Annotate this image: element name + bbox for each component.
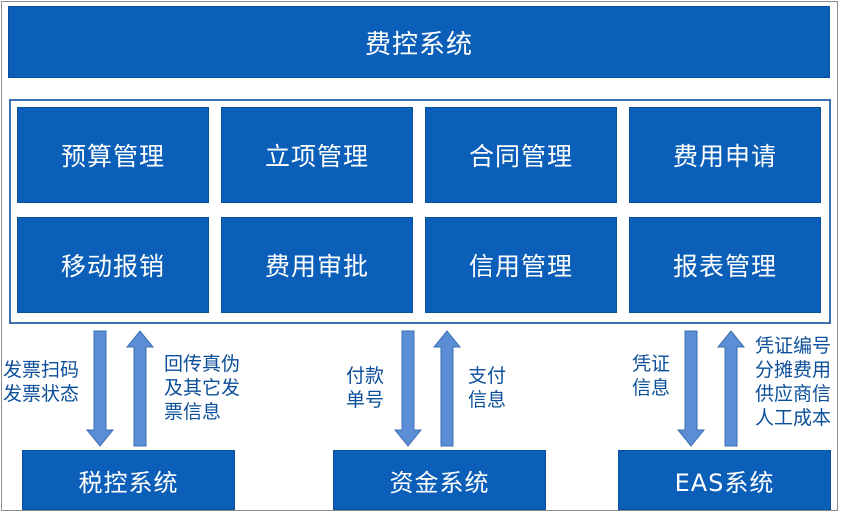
eas-down-label-line: 凭证	[632, 353, 671, 375]
eas-down-label: 凭证 信息	[632, 352, 670, 400]
module-contract: 合同管理	[425, 107, 617, 203]
tax-up-label: 回传真伪 及其它发 票信息	[164, 352, 240, 424]
tax-up-label-line: 及其它发	[164, 377, 241, 399]
fee-control-system-title: 费控系统	[8, 6, 830, 78]
eas-up-arrow	[716, 330, 746, 447]
tax-down-label-line: 发票扫码	[3, 359, 80, 381]
module-expense-request: 费用申请	[629, 107, 821, 203]
tax-down-label-line: 发票状态	[3, 383, 80, 405]
eas-up-label: 凭证编号 分摊费用 供应商信 人工成本	[755, 334, 831, 430]
fund-system: 资金系统	[333, 450, 546, 510]
tax-down-arrow	[85, 330, 115, 447]
eas-up-label-line: 人工成本	[755, 407, 832, 429]
fund-up-label-line: 信息	[468, 389, 507, 411]
tax-up-label-line: 回传真伪	[164, 353, 241, 375]
module-budget: 预算管理	[17, 107, 209, 203]
eas-up-label-line: 凭证编号	[755, 335, 832, 357]
fund-up-label-line: 支付	[468, 365, 507, 387]
eas-up-label-line: 供应商信	[755, 383, 832, 405]
fund-up-label: 支付 信息	[468, 364, 506, 412]
module-expense-approval: 费用审批	[221, 217, 413, 313]
fund-down-label-line: 单号	[346, 389, 385, 411]
module-credit: 信用管理	[425, 217, 617, 313]
fund-down-label: 付款 单号	[346, 364, 384, 412]
module-reports: 报表管理	[629, 217, 821, 313]
tax-control-system: 税控系统	[22, 450, 235, 510]
module-mobile-reimbursement: 移动报销	[17, 217, 209, 313]
eas-up-label-line: 分摊费用	[755, 359, 832, 381]
eas-down-arrow	[676, 330, 706, 447]
eas-system: EAS系统	[618, 450, 831, 510]
fund-up-arrow	[432, 330, 462, 447]
fund-down-label-line: 付款	[346, 365, 385, 387]
fund-down-arrow	[393, 330, 423, 447]
tax-down-label: 发票扫码 发票状态	[3, 358, 79, 406]
tax-up-label-line: 票信息	[164, 401, 222, 423]
eas-down-label-line: 信息	[632, 377, 671, 399]
tax-up-arrow	[125, 330, 155, 447]
module-project: 立项管理	[221, 107, 413, 203]
